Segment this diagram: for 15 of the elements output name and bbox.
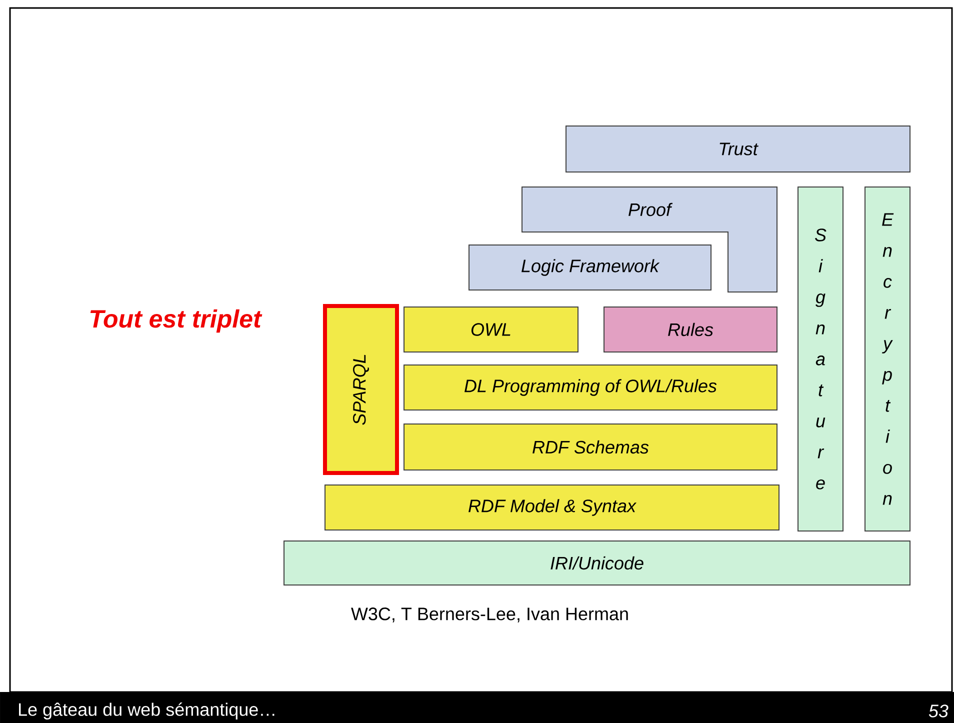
layer-box: DL Programming of OWL/Rules xyxy=(404,364,778,410)
layer-box: IRI/Unicode xyxy=(284,540,910,586)
footer-title: Le gâteau du web sémantique… xyxy=(19,702,274,720)
page-number: 53 xyxy=(928,704,948,718)
layer-box: Rules xyxy=(604,306,778,352)
callout-text: Tout est triplet xyxy=(90,309,262,333)
layer-box: OWL xyxy=(404,306,578,352)
layer-column: Signature xyxy=(798,186,844,532)
layer-column: Encryption xyxy=(864,186,910,532)
layer-box: Trust xyxy=(566,126,910,172)
layer-box: RDF Model & Syntax xyxy=(324,484,780,530)
credit-text: W3C, T Berners-Lee, Ivan Herman xyxy=(351,608,628,622)
highlighted-box: SPARQL xyxy=(323,304,399,475)
layer-box: RDF Schemas xyxy=(404,424,778,470)
layer-box: Logic Framework xyxy=(468,244,712,290)
